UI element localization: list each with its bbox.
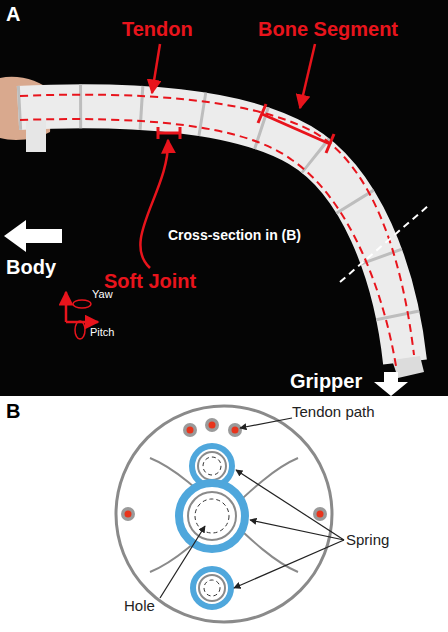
leader-arrow <box>300 44 315 108</box>
axis-label: Pitch <box>90 326 114 338</box>
direction-label: Gripper <box>290 370 362 392</box>
fitting <box>26 120 46 152</box>
joint-bracket <box>158 127 180 139</box>
leader-arrow <box>140 140 168 268</box>
rotation-mark <box>75 321 85 339</box>
cross-section-outline <box>116 406 332 622</box>
photo-background <box>0 0 448 396</box>
part-label: Tendon path <box>292 404 375 421</box>
soft-arm <box>18 106 405 362</box>
direction-arrow <box>4 220 62 252</box>
spring <box>179 446 245 607</box>
soft-joint-bands <box>18 106 405 362</box>
direction-arrow <box>374 372 408 396</box>
direction-label: Body <box>6 256 56 278</box>
axis-arrow <box>65 292 68 322</box>
rotation-mark <box>73 300 91 308</box>
panel-letter: A <box>6 3 20 25</box>
part-label: Spring <box>346 532 389 549</box>
panel-letter: B <box>6 400 20 422</box>
segment-bracket <box>258 104 334 153</box>
tendon-line <box>20 119 396 366</box>
tendon-line <box>20 95 414 355</box>
part-label: Bone Segment <box>258 18 398 40</box>
part-label: Soft Joint <box>104 270 196 292</box>
axis-label: Yaw <box>92 288 113 300</box>
note-label: Cross-section in (B) <box>168 228 301 243</box>
leader-arrow <box>152 44 160 93</box>
cut-line <box>340 206 428 282</box>
part-label: Tendon <box>122 18 193 40</box>
part-label: Hole <box>124 598 155 615</box>
leader-line <box>160 418 344 598</box>
